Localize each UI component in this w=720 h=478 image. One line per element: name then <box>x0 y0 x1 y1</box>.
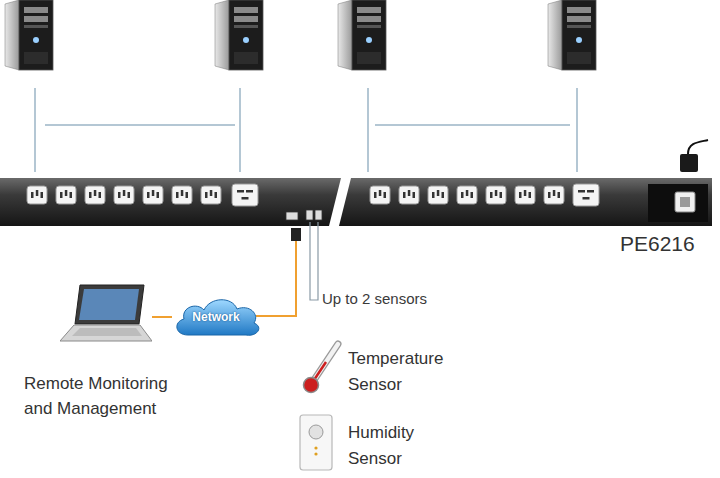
laptop-node: Remote Monitoring and Management <box>60 283 152 345</box>
sensor-housing <box>300 415 332 470</box>
sensor-label: Temperature Sensor <box>348 346 466 398</box>
outlet-c13 <box>85 186 105 204</box>
network-cable <box>152 316 172 318</box>
laptop-keyboard <box>72 328 142 336</box>
power-cable <box>688 140 708 154</box>
power-cord <box>367 88 369 172</box>
inlet-panel <box>648 184 708 222</box>
server-tower <box>548 0 596 70</box>
power-inlet <box>680 197 690 207</box>
server-tower <box>5 0 53 70</box>
cord-bar <box>45 124 235 126</box>
outlet-c19 <box>232 184 258 206</box>
outlet-c13 <box>399 186 419 204</box>
node-title: Network <box>172 295 260 339</box>
outlet-c13 <box>370 186 390 204</box>
network-cable <box>256 241 296 316</box>
laptop-base <box>60 325 152 341</box>
model-name: PE6216 <box>620 232 710 256</box>
network-port <box>286 212 298 220</box>
outlet-c13 <box>486 186 506 204</box>
outlet-c13 <box>27 186 47 204</box>
pdu-body <box>339 178 712 226</box>
outlet-c13 <box>544 186 564 204</box>
laptop-lid <box>75 285 144 324</box>
humidity-sensor-icon <box>300 415 332 470</box>
outlet-c19 <box>573 184 599 206</box>
outlet-c13 <box>201 186 221 204</box>
node-title: Remote Monitoring and Management <box>24 371 189 421</box>
server-tower <box>215 0 263 70</box>
network-cloud: Network <box>172 295 260 339</box>
sensor-cable <box>310 222 318 300</box>
sensor-window <box>309 425 323 439</box>
power-cords <box>35 88 577 172</box>
rj45-plug <box>291 228 301 241</box>
thermometer-tube <box>314 344 338 380</box>
outlet-c13 <box>114 186 134 204</box>
outlet-c13 <box>143 186 163 204</box>
cord-bar <box>375 124 570 126</box>
thermometer-icon <box>304 344 339 393</box>
server-tower <box>338 0 386 70</box>
outlet-c13 <box>56 186 76 204</box>
power-inlet <box>675 192 695 212</box>
laptop-screen <box>79 289 139 320</box>
thermometer-mercury <box>314 362 326 380</box>
outlet-c13 <box>172 186 192 204</box>
sensor-port <box>315 210 322 220</box>
power-cord <box>34 88 36 172</box>
sensor-led <box>314 452 317 455</box>
sensor-led <box>314 446 317 449</box>
thermometer-tube <box>314 344 338 380</box>
power-plug <box>680 154 698 172</box>
sensor-count-label: Up to 2 sensors <box>322 290 482 308</box>
outlet-c13 <box>515 186 535 204</box>
pdu-body <box>0 178 341 226</box>
thermometer-bulb <box>304 378 319 393</box>
power-cord <box>239 88 241 172</box>
sensor-label: Humidity Sensor <box>348 420 448 472</box>
outlet-c13 <box>428 186 448 204</box>
laptop-icon <box>60 283 152 345</box>
power-cord <box>576 88 578 172</box>
sensor-port <box>306 210 313 220</box>
outlet-c13 <box>457 186 477 204</box>
